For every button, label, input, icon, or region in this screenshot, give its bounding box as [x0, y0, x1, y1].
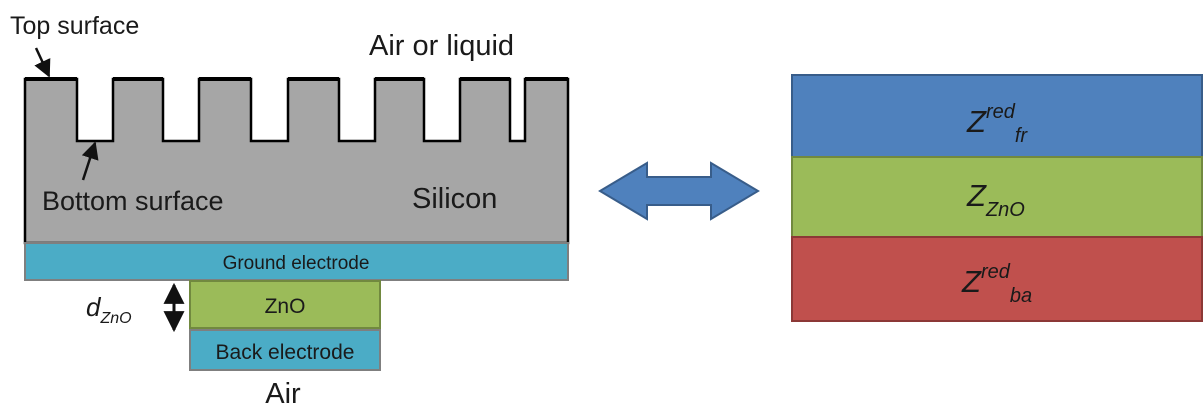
layer-front-superscript: red: [986, 101, 1016, 123]
zno-layer: [189, 280, 381, 329]
substrate-label: Silicon: [412, 183, 497, 215]
layer-front: [791, 74, 1203, 158]
layer-zno-symbol: Z: [966, 178, 987, 213]
layer-zno: [791, 156, 1203, 238]
thickness-symbol: d: [86, 292, 102, 322]
layer-zno-subscript: ZnO: [985, 199, 1025, 221]
layer-front-symbol: Z: [966, 104, 987, 139]
silicon-substrate: [23, 77, 570, 245]
layer-back-subscript: ba: [1010, 285, 1032, 307]
bottom-surface-arrow: [81, 141, 99, 181]
layer-front-subscript: fr: [1015, 125, 1029, 147]
thickness-label: dZnO: [86, 292, 132, 327]
back-electrode-label: Back electrode: [216, 341, 355, 364]
top-surface-label: Top surface: [10, 12, 139, 40]
ground-electrode-label: Ground electrode: [223, 253, 370, 274]
layer-back-symbol: Z: [961, 264, 982, 299]
bottom-surface-label: Bottom surface: [42, 186, 224, 216]
medium-label: Air or liquid: [369, 30, 514, 62]
top-surface-arrow: [34, 47, 51, 78]
layer-back-label: Zredba: [961, 261, 1032, 307]
back-electrode: [189, 329, 381, 371]
bottom-medium-label: Air: [265, 378, 301, 410]
layer-back: [791, 236, 1203, 322]
impedance-stack: Zredfr ZZnO Zredba: [791, 74, 1203, 322]
equivalence-double-arrow: [598, 161, 760, 221]
device-cross-section: Top surface Air or liquid Bottom surface…: [10, 12, 570, 410]
layer-back-superscript: red: [981, 261, 1011, 283]
zno-label: ZnO: [265, 295, 306, 318]
layer-front-label: Zredfr: [966, 101, 1028, 147]
layer-zno-label: ZZnO: [966, 178, 1025, 221]
thickness-subscript: ZnO: [99, 310, 131, 327]
